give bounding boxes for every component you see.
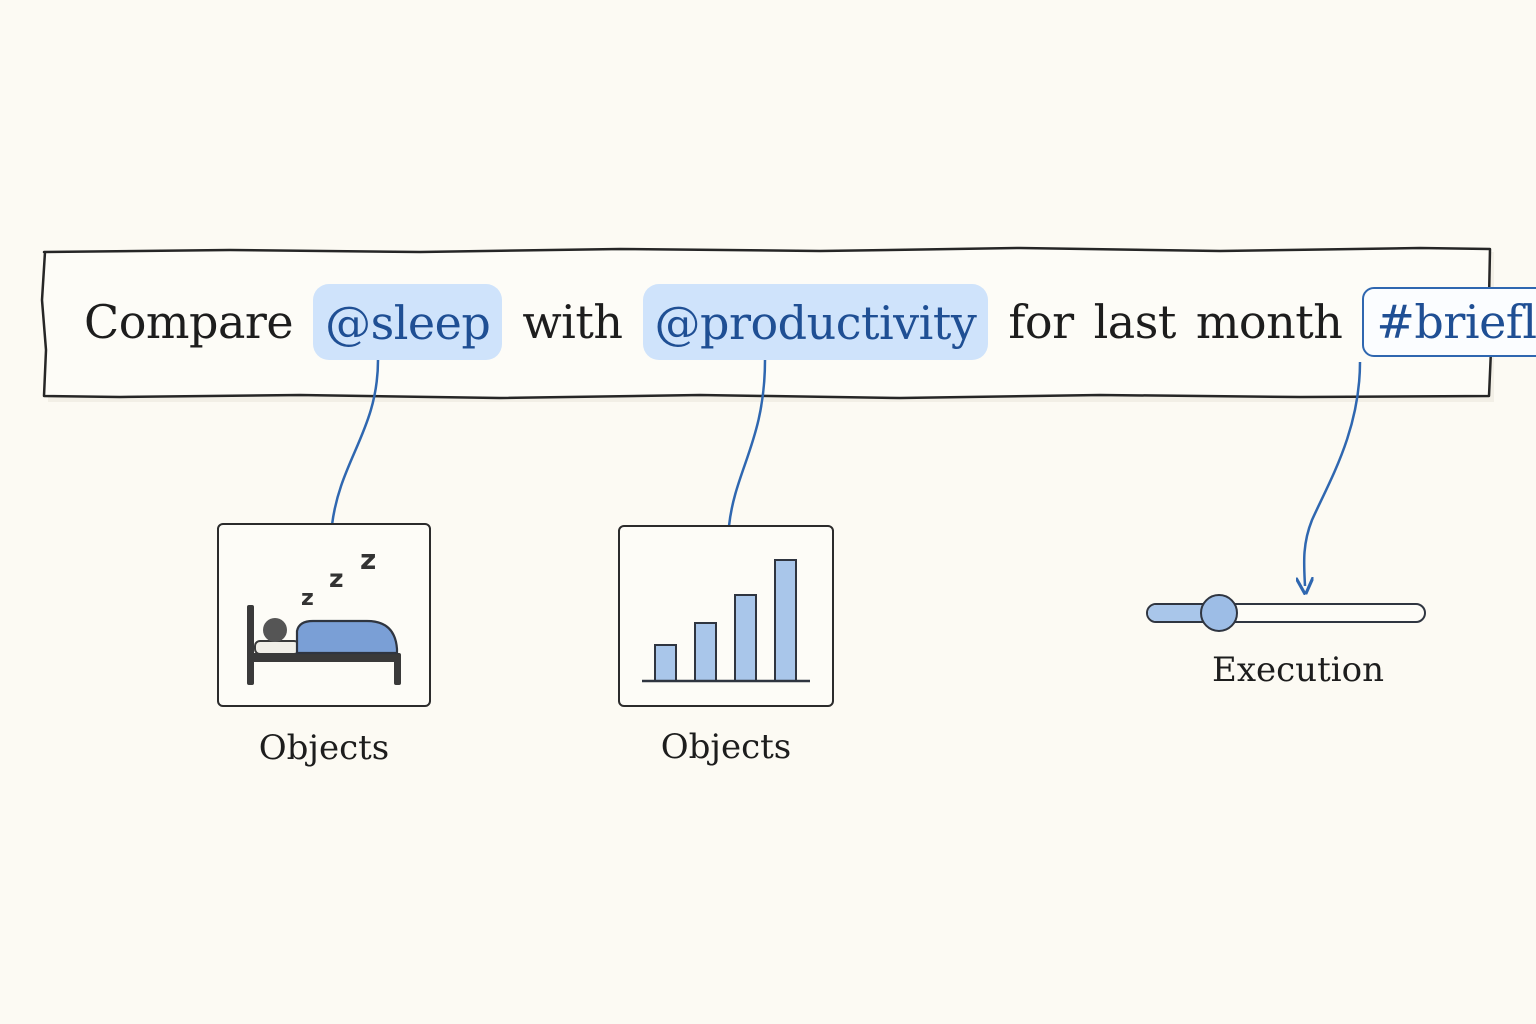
prompt-word-month: month xyxy=(1195,295,1343,349)
svg-text:z: z xyxy=(301,586,314,611)
mention-chip-productivity[interactable]: @productivity xyxy=(642,284,989,360)
connector-briefly xyxy=(1304,361,1362,586)
execution-slider-label: Execution xyxy=(1212,650,1384,690)
prompt-word-with: with xyxy=(522,295,623,349)
prompt-word-for: for xyxy=(1008,295,1074,349)
connector-productivity xyxy=(727,359,767,527)
svg-text:z: z xyxy=(360,543,376,576)
svg-text:z: z xyxy=(329,564,344,593)
sleeping-in-bed-icon: z z z xyxy=(247,543,401,685)
prompt-input[interactable]: Compare @sleep with @productivity for la… xyxy=(44,247,1536,397)
tag-chip-briefly[interactable]: #briefly. xyxy=(1362,287,1536,357)
prompt-word-last: last xyxy=(1093,295,1177,349)
bar-chart-icon xyxy=(642,559,810,683)
sleep-card-caption: Objects xyxy=(258,728,390,768)
productivity-object-card[interactable] xyxy=(618,525,834,707)
connector-sleep xyxy=(330,359,380,526)
prompt-word-compare: Compare xyxy=(84,295,294,349)
productivity-card-caption: Objects xyxy=(660,727,792,767)
execution-slider-thumb[interactable] xyxy=(1199,594,1238,632)
sleep-object-card[interactable]: z z z xyxy=(217,523,431,707)
execution-slider-track[interactable] xyxy=(1146,603,1426,623)
mention-chip-sleep[interactable]: @sleep xyxy=(313,284,503,360)
